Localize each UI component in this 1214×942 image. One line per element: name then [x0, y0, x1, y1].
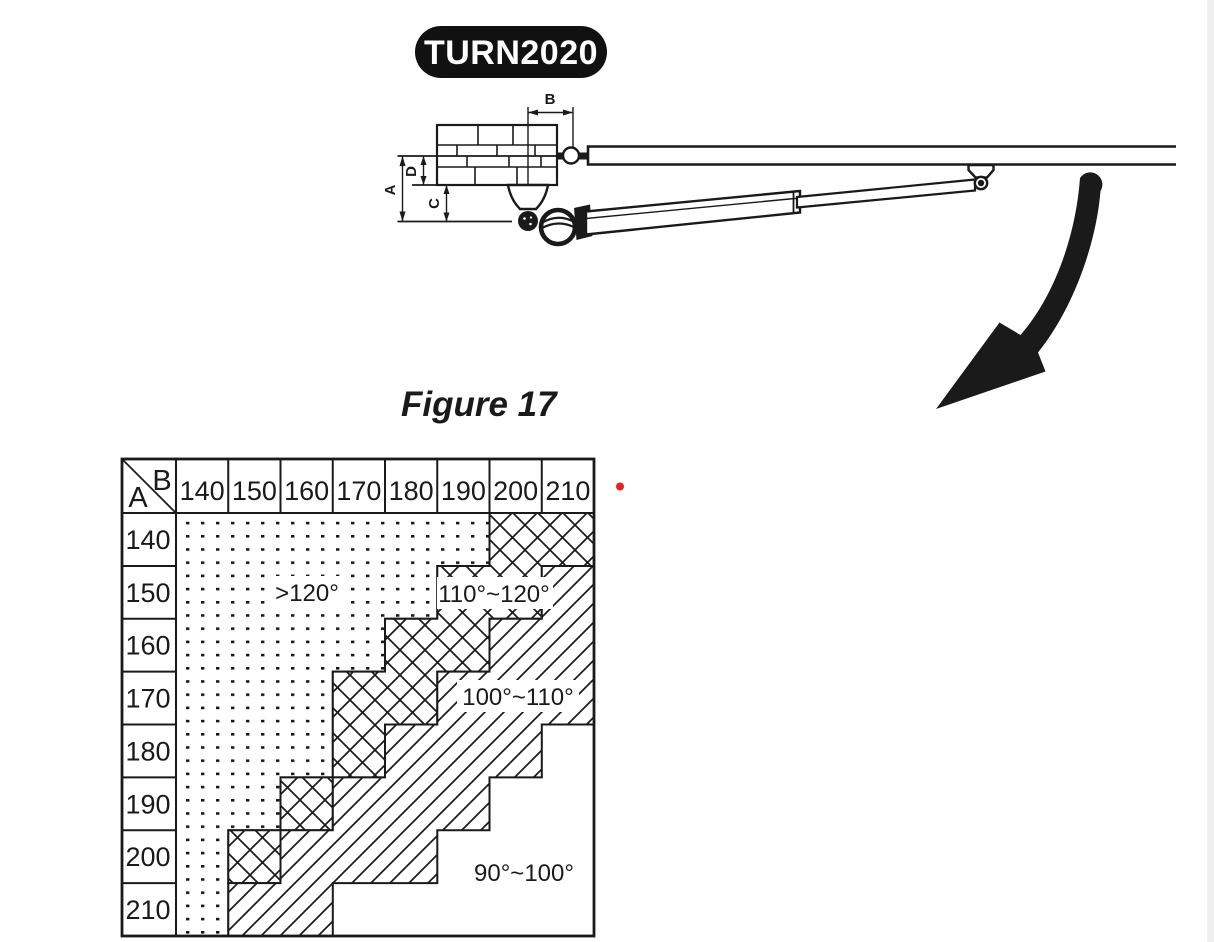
row-headers: 140 150 160 170 180 190 200 210 — [125, 525, 170, 925]
turn2020-badge: TURN2020 — [415, 26, 607, 78]
row-header: 170 — [125, 684, 170, 714]
col-header: 140 — [180, 476, 225, 506]
brick-joint-lines — [456, 125, 542, 185]
dimension-label-b: B — [545, 91, 556, 108]
row-header: 150 — [125, 578, 170, 608]
figure-caption: Figure 17 — [401, 385, 558, 424]
row-header: 140 — [125, 525, 170, 555]
label-halo — [268, 576, 346, 608]
arrowhead — [399, 156, 406, 166]
dimension-b: B — [528, 91, 573, 116]
col-header: 160 — [284, 476, 329, 506]
col-header: 200 — [493, 476, 538, 506]
column-headers: 140 150 160 170 180 190 200 210 — [180, 476, 591, 506]
ball-joint — [556, 146, 588, 165]
row-header: 200 — [125, 842, 170, 872]
region-diagonal — [227, 565, 595, 937]
corner-label-a: A — [128, 482, 148, 514]
col-header: 150 — [232, 476, 277, 506]
gate-beam — [586, 145, 1176, 166]
arrowhead — [443, 185, 450, 194]
arm-rear-tube — [584, 189, 802, 236]
arrowhead — [443, 212, 450, 222]
badge-background — [415, 26, 607, 78]
col-header: 190 — [441, 476, 486, 506]
arm-front-rod — [795, 178, 977, 209]
arrowhead — [528, 109, 538, 116]
label-halo — [457, 680, 579, 712]
arrowhead — [563, 109, 573, 116]
col-header: 180 — [389, 476, 434, 506]
region-label-dots: >120° — [275, 580, 339, 607]
dimension-label-c: C — [426, 198, 443, 209]
region-label-blank: 90°~100° — [474, 860, 574, 887]
row-header: 180 — [125, 736, 170, 766]
region-label-crosshatch: 110°~120° — [438, 581, 550, 608]
installation-drawing: B A D C — [382, 91, 1176, 409]
col-header: 210 — [545, 476, 590, 506]
actuator-arm — [584, 178, 977, 236]
angle-matrix: B A 140 150 160 170 180 190 200 210 140 … — [120, 457, 596, 938]
red-dot-marker — [616, 482, 624, 491]
row-header: 160 — [125, 631, 170, 661]
dimension-group-left: A D C — [382, 156, 512, 223]
mount-neck — [506, 183, 550, 211]
row-header: 190 — [125, 789, 170, 819]
region-label-diagonal: 100°~110° — [462, 684, 574, 711]
badge-label: TURN2020 — [424, 34, 598, 72]
operator-rear-mount — [506, 183, 593, 247]
rear-pivot — [518, 211, 538, 231]
col-header: 170 — [336, 476, 381, 506]
arrowhead — [399, 211, 406, 222]
row-label-dividers — [122, 565, 176, 885]
arrowhead — [420, 156, 427, 165]
matrix-outer-border — [120, 457, 596, 938]
gate-bracket — [967, 163, 995, 191]
header-column-dividers — [227, 459, 543, 513]
swing-direction-arrow — [936, 172, 1103, 409]
region-labels: >120° 110°~120° 100°~110° 90°~100° — [268, 576, 579, 887]
label-halo — [437, 577, 553, 609]
row-header: 210 — [125, 895, 170, 925]
dimension-label-a: A — [382, 184, 399, 195]
corner-diagonal — [121, 458, 177, 514]
corner-label-b: B — [152, 465, 171, 497]
arrowhead — [420, 176, 427, 185]
dimension-label-d: D — [403, 166, 420, 177]
page-edge-strip — [1207, 0, 1214, 942]
